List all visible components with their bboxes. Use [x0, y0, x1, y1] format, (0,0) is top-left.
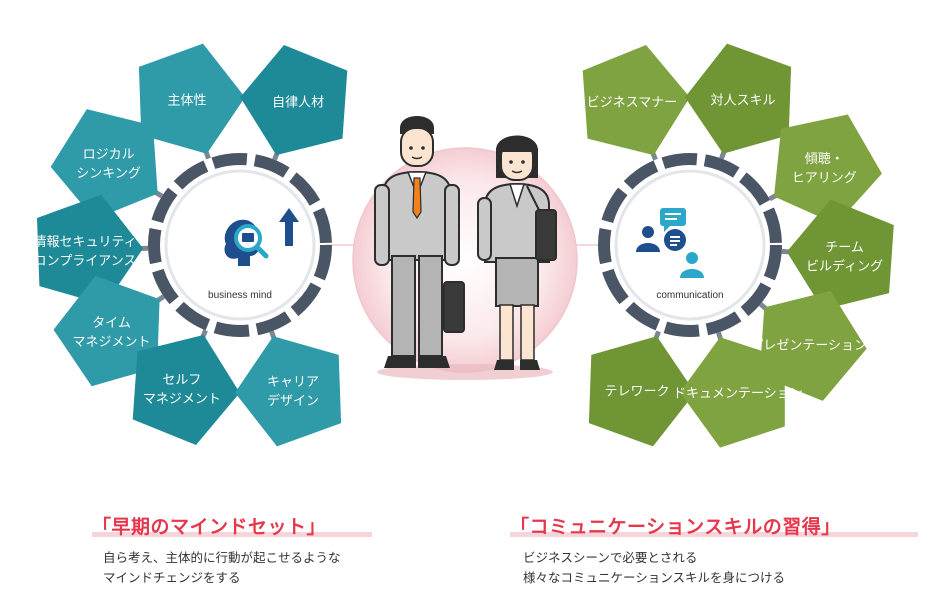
left-skill-label: 情報セキュリティ	[33, 235, 136, 250]
businesswoman-figure	[477, 135, 557, 370]
right-skill-label: 傾聴・	[805, 152, 844, 167]
right-skill-tile	[774, 114, 882, 225]
left-skill-label: ロジカル	[83, 147, 135, 162]
right-caption-line-1: ビジネスシーンで必要とされる	[523, 550, 698, 565]
left-skill-tile	[138, 43, 245, 154]
left-skill-tile	[50, 109, 158, 220]
right-skill-label: 対人スキル	[710, 93, 775, 108]
left-heading-underline	[92, 532, 372, 537]
right-hub-label: communication	[656, 290, 723, 301]
right-caption-text: ビジネスシーンで必要とされる 様々なコミュニケーションスキルを身につける	[523, 548, 785, 588]
right-skill-label: ビルディング	[806, 258, 883, 274]
right-caption-heading: 「コミュニケーションスキルの習得」	[510, 516, 841, 538]
right-skill-label: ヒアリング	[792, 171, 857, 186]
left-skill-tile	[240, 45, 348, 156]
left-skill-label: セルフ	[162, 373, 201, 388]
right-hub	[614, 169, 766, 321]
left-caption-heading: 「早期のマインドセット」	[92, 516, 327, 538]
right-skill-label: テレワーク	[604, 385, 669, 400]
left-caption-line-1: 自ら考え、主体的に行動が起こせるような	[103, 550, 341, 565]
left-caption-line-2: マインドチェンジをする	[103, 570, 241, 585]
people-chat-icon	[636, 208, 704, 278]
right-caption-line-2: 様々なコミュニケーションスキルを身につける	[523, 570, 786, 585]
right-heading-underline	[510, 532, 918, 537]
left-skill-pentagons: 主体性 自律人材ロジカルシンキング情報セキュリティコンプライアンスタイムマネジメン…	[33, 43, 348, 447]
businessman-figure	[374, 116, 465, 368]
left-hub-label: business mind	[208, 290, 272, 301]
right-skill-tile	[582, 45, 690, 156]
left-skill-tile	[53, 275, 160, 387]
right-skill-label: プレゼンテーション	[750, 339, 867, 354]
left-skill-wheel: business mind	[148, 153, 332, 337]
left-skill-label: シンキング	[76, 166, 141, 181]
left-skill-label: コンプライアンス	[34, 254, 137, 269]
left-skill-label: 自律人材	[272, 95, 324, 110]
right-skill-tile	[588, 336, 695, 447]
left-skill-label: マネジメント	[72, 335, 150, 350]
left-skill-label: キャリア	[267, 375, 319, 390]
left-skill-label: タイム	[92, 316, 131, 331]
left-skill-tile	[132, 334, 240, 445]
businessman-and-businesswoman-icon	[352, 116, 578, 380]
left-skill-label: マネジメント	[143, 392, 221, 407]
right-skill-label: チーム	[825, 240, 864, 255]
left-skill-tile	[235, 336, 342, 447]
brain-search-growth-icon	[224, 208, 299, 266]
right-skill-tile	[786, 199, 894, 310]
left-skill-label: 主体性	[167, 93, 206, 108]
right-skill-wheel: communication	[598, 153, 782, 337]
right-skill-tile	[679, 337, 785, 448]
right-skill-tile	[685, 43, 792, 154]
right-skill-pentagons: ビジネスマナー 対人スキル傾聴・ヒアリングチームビルディングプレゼンテーションテレ…	[582, 43, 894, 448]
left-caption-text: 自ら考え、主体的に行動が起こせるような マインドチェンジをする	[103, 548, 341, 588]
right-skill-label: ビジネスマナー	[587, 95, 678, 110]
right-skill-label: ドキュメンテーション	[673, 386, 803, 401]
left-skill-label: デザイン	[267, 393, 319, 409]
left-skill-tile	[37, 194, 144, 305]
right-skill-tile	[759, 290, 867, 401]
